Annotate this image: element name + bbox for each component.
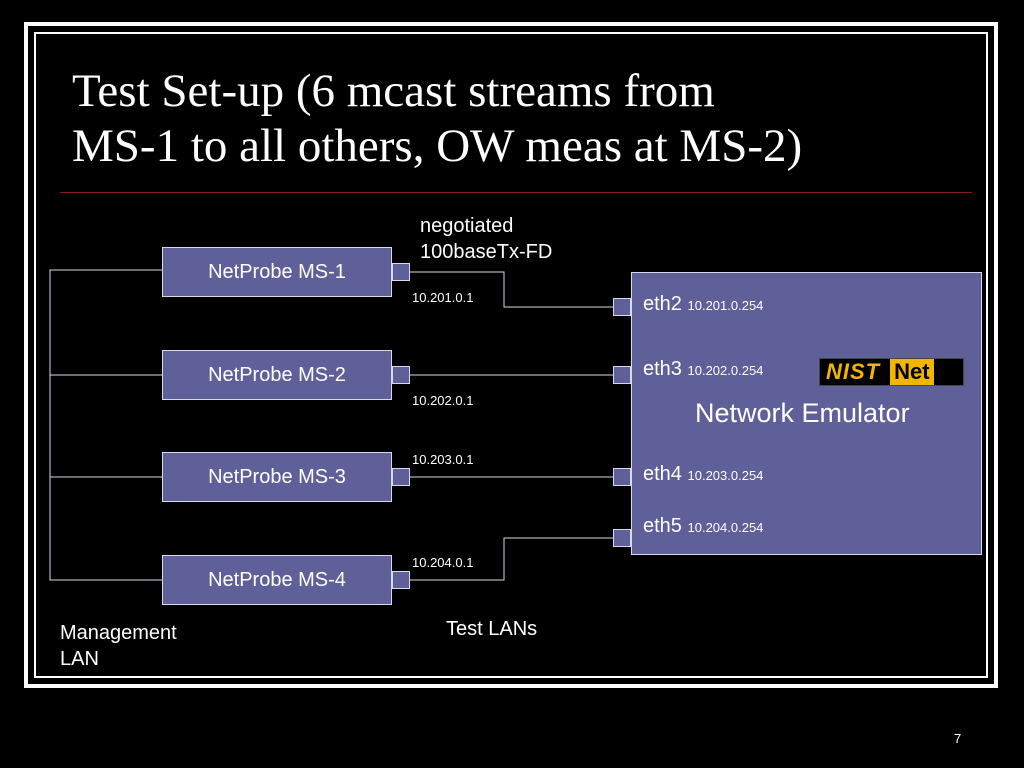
- iface-eth5-name: eth5: [643, 515, 682, 537]
- management-lan-line-2: LAN: [60, 648, 99, 670]
- probe-ms2: NetProbe MS-2: [162, 350, 392, 400]
- iface-eth5-ip: 10.204.0.254: [687, 520, 764, 535]
- iface-eth4-name: eth4: [643, 463, 682, 485]
- probe-ms1-label: NetProbe MS-1: [208, 260, 346, 283]
- iface-eth2-name: eth2: [643, 293, 682, 315]
- probe-ms3: NetProbe MS-3: [162, 452, 392, 502]
- iface-eth3-ip: 10.202.0.254: [687, 363, 764, 378]
- logo-text-nist: NIST: [826, 359, 881, 384]
- management-lan-label: Management LAN: [60, 620, 177, 672]
- link-note: negotiated 100baseTx-FD: [420, 213, 552, 265]
- management-bus-wire: [49, 269, 162, 581]
- logo-text-net: Net: [890, 359, 934, 385]
- emulator-port-eth2: [613, 298, 631, 316]
- iface-eth4: eth4 10.203.0.254: [643, 463, 763, 486]
- probe-ms4-ip: 10.204.0.1: [412, 555, 474, 570]
- link-note-line-1: negotiated: [420, 215, 514, 237]
- probe-ms4-label: NetProbe MS-4: [208, 568, 346, 591]
- iface-eth3-name: eth3: [643, 358, 682, 380]
- iface-eth3: eth3 10.202.0.254: [643, 358, 763, 381]
- network-emulator-label: Network Emulator: [695, 398, 910, 428]
- iface-eth5: eth5 10.204.0.254: [643, 515, 763, 538]
- title-divider: [60, 192, 972, 193]
- nistnet-logo: NIST Net: [819, 358, 964, 386]
- probe-ms1-ip: 10.201.0.1: [412, 290, 474, 305]
- probe-ms2-label: NetProbe MS-2: [208, 363, 346, 386]
- probe-ms3-port: [392, 468, 410, 486]
- network-emulator-box: [631, 272, 982, 555]
- probe-ms4-port: [392, 571, 410, 589]
- title-line-1: Test Set-up (6 mcast streams from: [72, 65, 715, 117]
- page-number: 7: [954, 731, 962, 746]
- emulator-port-eth4: [613, 468, 631, 486]
- probe-ms2-port: [392, 366, 410, 384]
- iface-eth2: eth2 10.201.0.254: [643, 293, 763, 316]
- title-line-2: MS-1 to all others, OW meas at MS-2): [72, 120, 803, 172]
- link-note-line-2: 100baseTx-FD: [420, 241, 553, 263]
- probe-ms1-port: [392, 263, 410, 281]
- management-lan-line-1: Management: [60, 622, 177, 644]
- slide-title: Test Set-up (6 mcast streams from MS-1 t…: [72, 64, 972, 174]
- probe-ms2-ip: 10.202.0.1: [412, 393, 474, 408]
- slide-frame-inner: [34, 32, 988, 678]
- probe-ms1: NetProbe MS-1: [162, 247, 392, 297]
- emulator-port-eth3: [613, 366, 631, 384]
- probe-ms4: NetProbe MS-4: [162, 555, 392, 605]
- test-lans-label: Test LANs: [446, 618, 538, 640]
- iface-eth2-ip: 10.201.0.254: [687, 298, 764, 313]
- slide-frame-outer: [24, 22, 998, 688]
- probe-ms3-ip: 10.203.0.1: [412, 452, 474, 467]
- test-lan-wire-1: [410, 271, 613, 308]
- test-lan-wire-4: [410, 537, 613, 581]
- probe-ms3-label: NetProbe MS-3: [208, 465, 346, 488]
- emulator-port-eth5: [613, 529, 631, 547]
- iface-eth4-ip: 10.203.0.254: [687, 468, 764, 483]
